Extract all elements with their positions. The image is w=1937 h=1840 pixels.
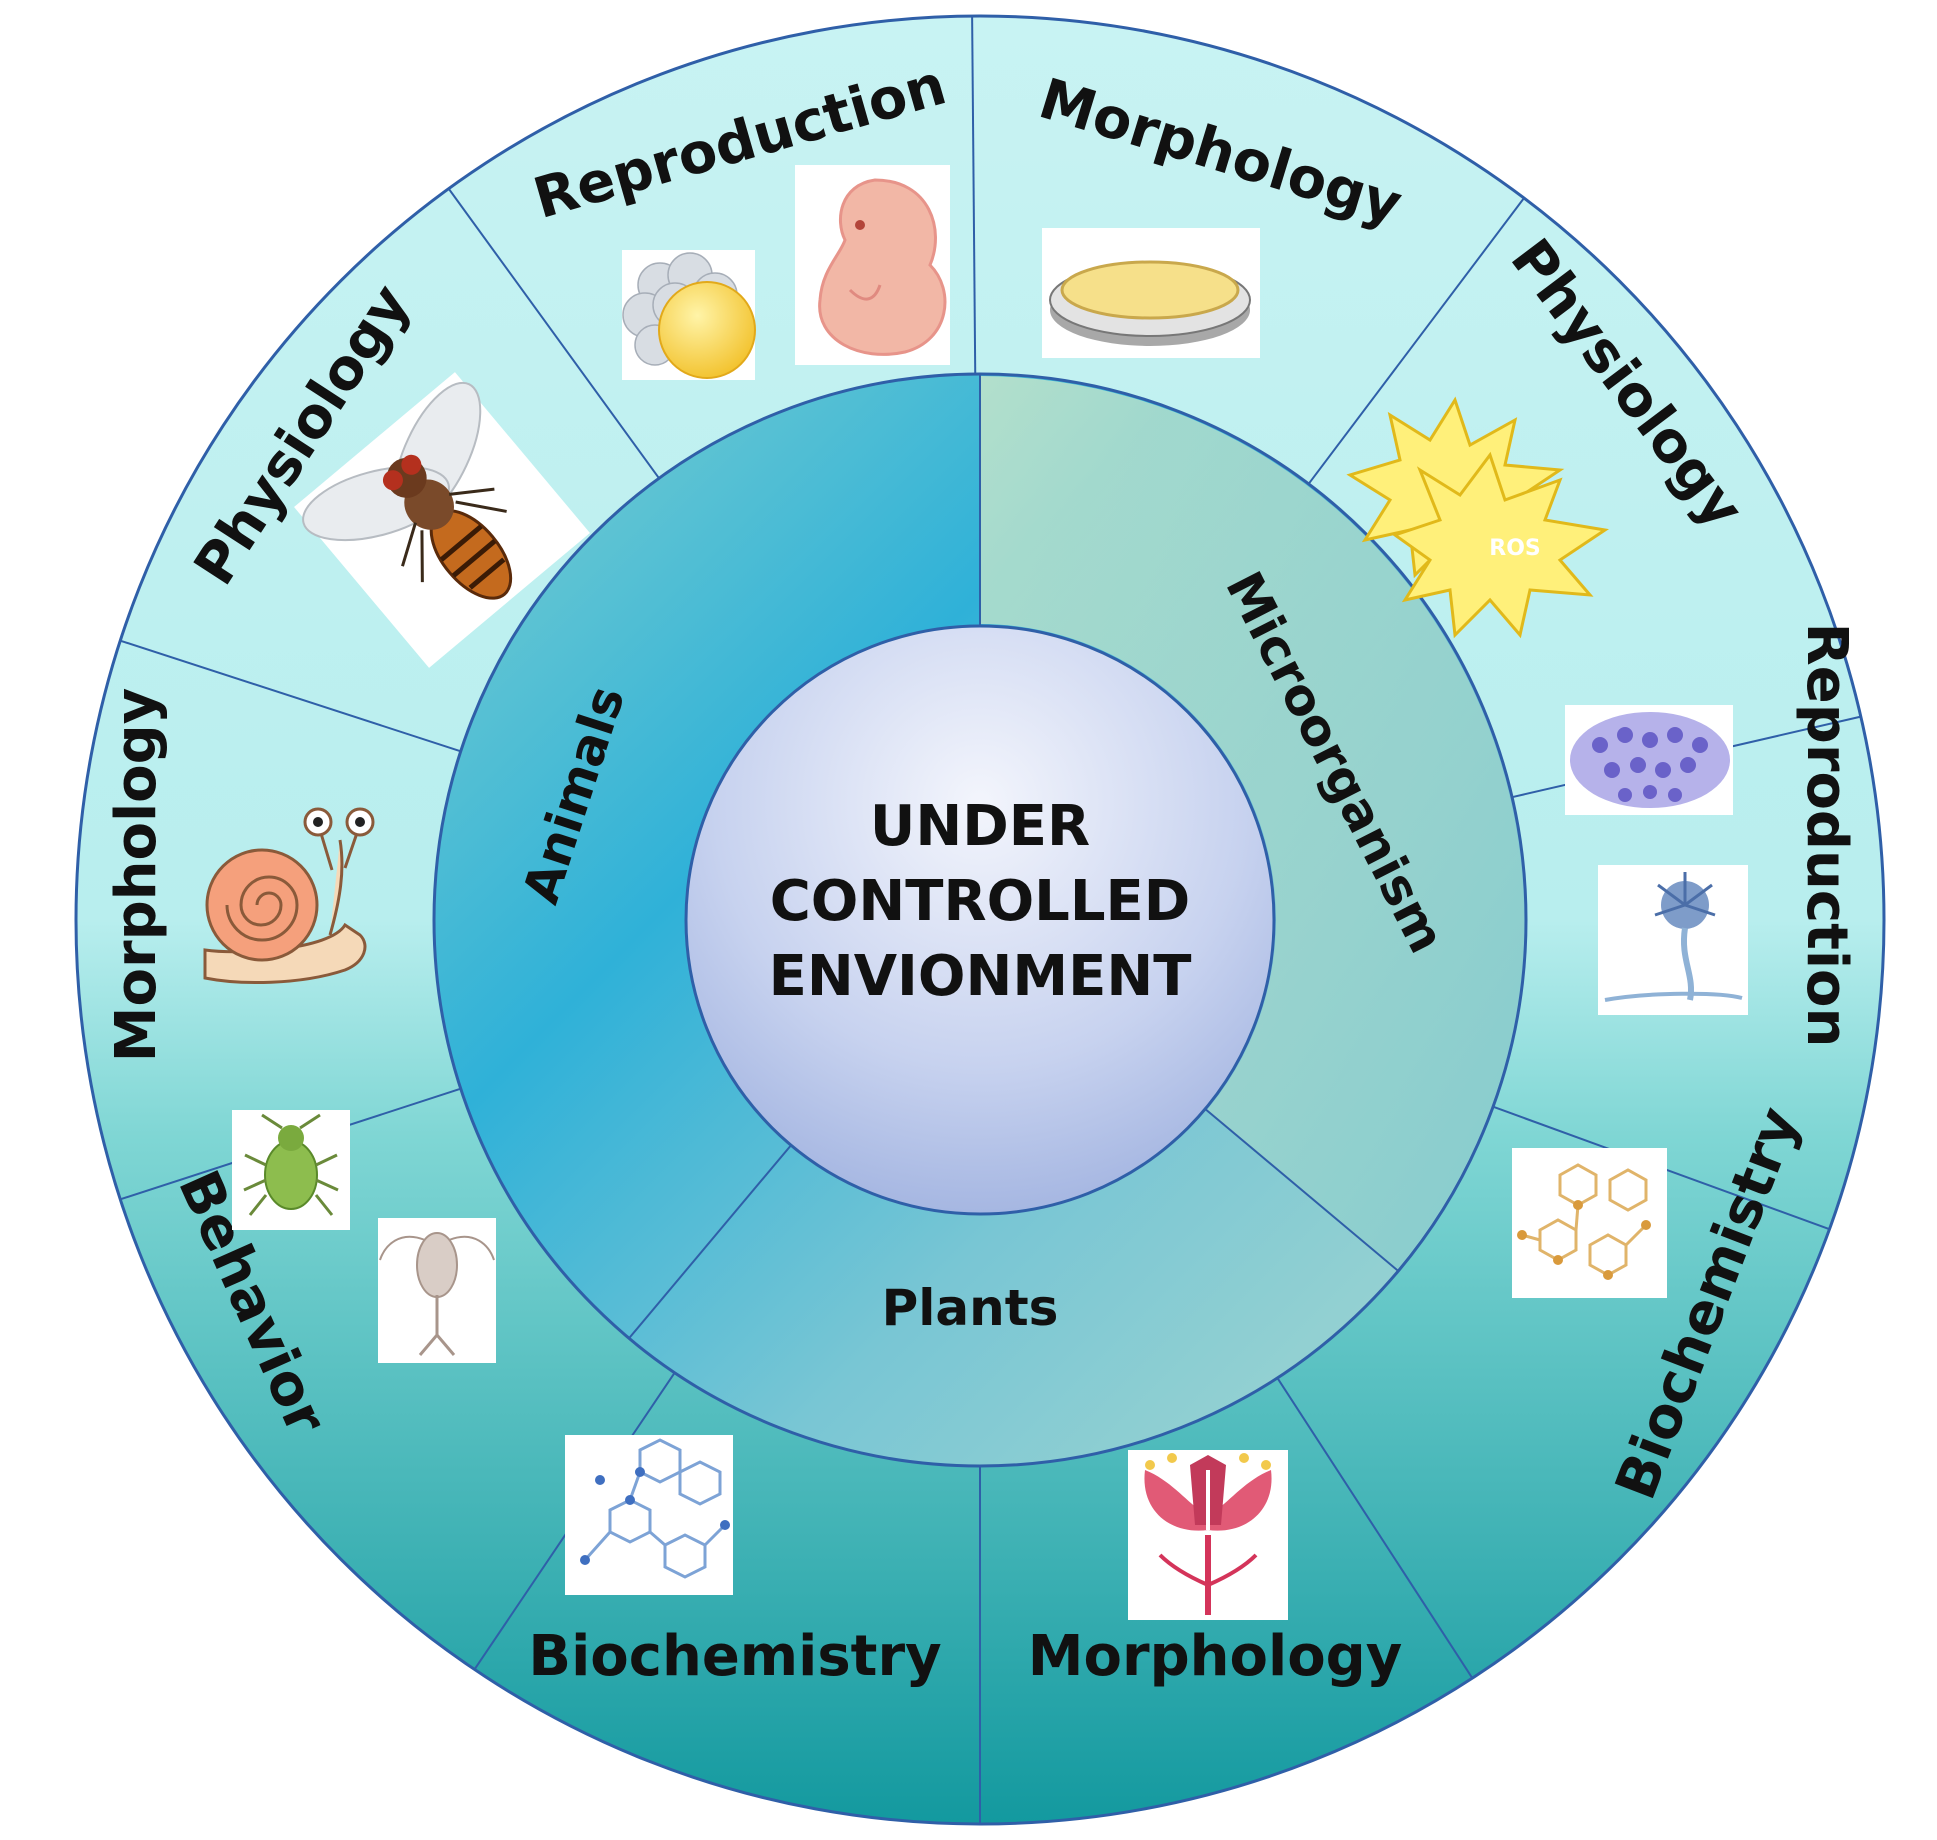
group-label-plants: Plants	[882, 1279, 1059, 1337]
middle-ring-dividers	[628, 374, 1399, 1339]
ros-label: ROS	[1489, 536, 1541, 561]
fungal-spores-icon	[1565, 705, 1748, 1015]
flower-icon	[1128, 1450, 1288, 1620]
aphid-icon	[232, 1110, 350, 1230]
embryo-icon	[622, 165, 950, 380]
middle-divider-line	[628, 1144, 792, 1339]
segment-label-plants-biochemistry: Biochemistry	[528, 1624, 941, 1689]
outer-divider-line	[971, 16, 977, 375]
microorganism-sector	[980, 376, 1525, 1270]
center-circle	[684, 624, 1276, 1216]
segment-label-plants-morphology: Morphology	[1028, 1624, 1403, 1689]
molecule-icon	[1512, 1148, 1667, 1298]
outer-divider-line	[1307, 197, 1525, 485]
middle-divider-line	[1204, 1108, 1399, 1272]
center-label-line-1: UNDER	[870, 794, 1090, 859]
molecule-icon	[565, 1435, 733, 1595]
ros-burst-icon: ROS	[1346, 396, 1609, 639]
petri-dish-icon	[1042, 228, 1260, 358]
segment-label-animals-morphology: Morphology	[104, 688, 169, 1063]
snail-icon	[203, 807, 375, 985]
center-label-line-2: CONTROLLED	[770, 869, 1191, 934]
outer-divider-line	[1276, 1377, 1474, 1679]
fly-icon	[294, 372, 590, 668]
center-label-line-3: ENVIONMENT	[769, 944, 1192, 1009]
outer-divider-line	[119, 639, 462, 753]
outer-divider-line	[447, 188, 660, 479]
segment-label-micro-reproduction: Reproduction	[1794, 623, 1859, 1048]
copepod-icon	[378, 1218, 496, 1363]
